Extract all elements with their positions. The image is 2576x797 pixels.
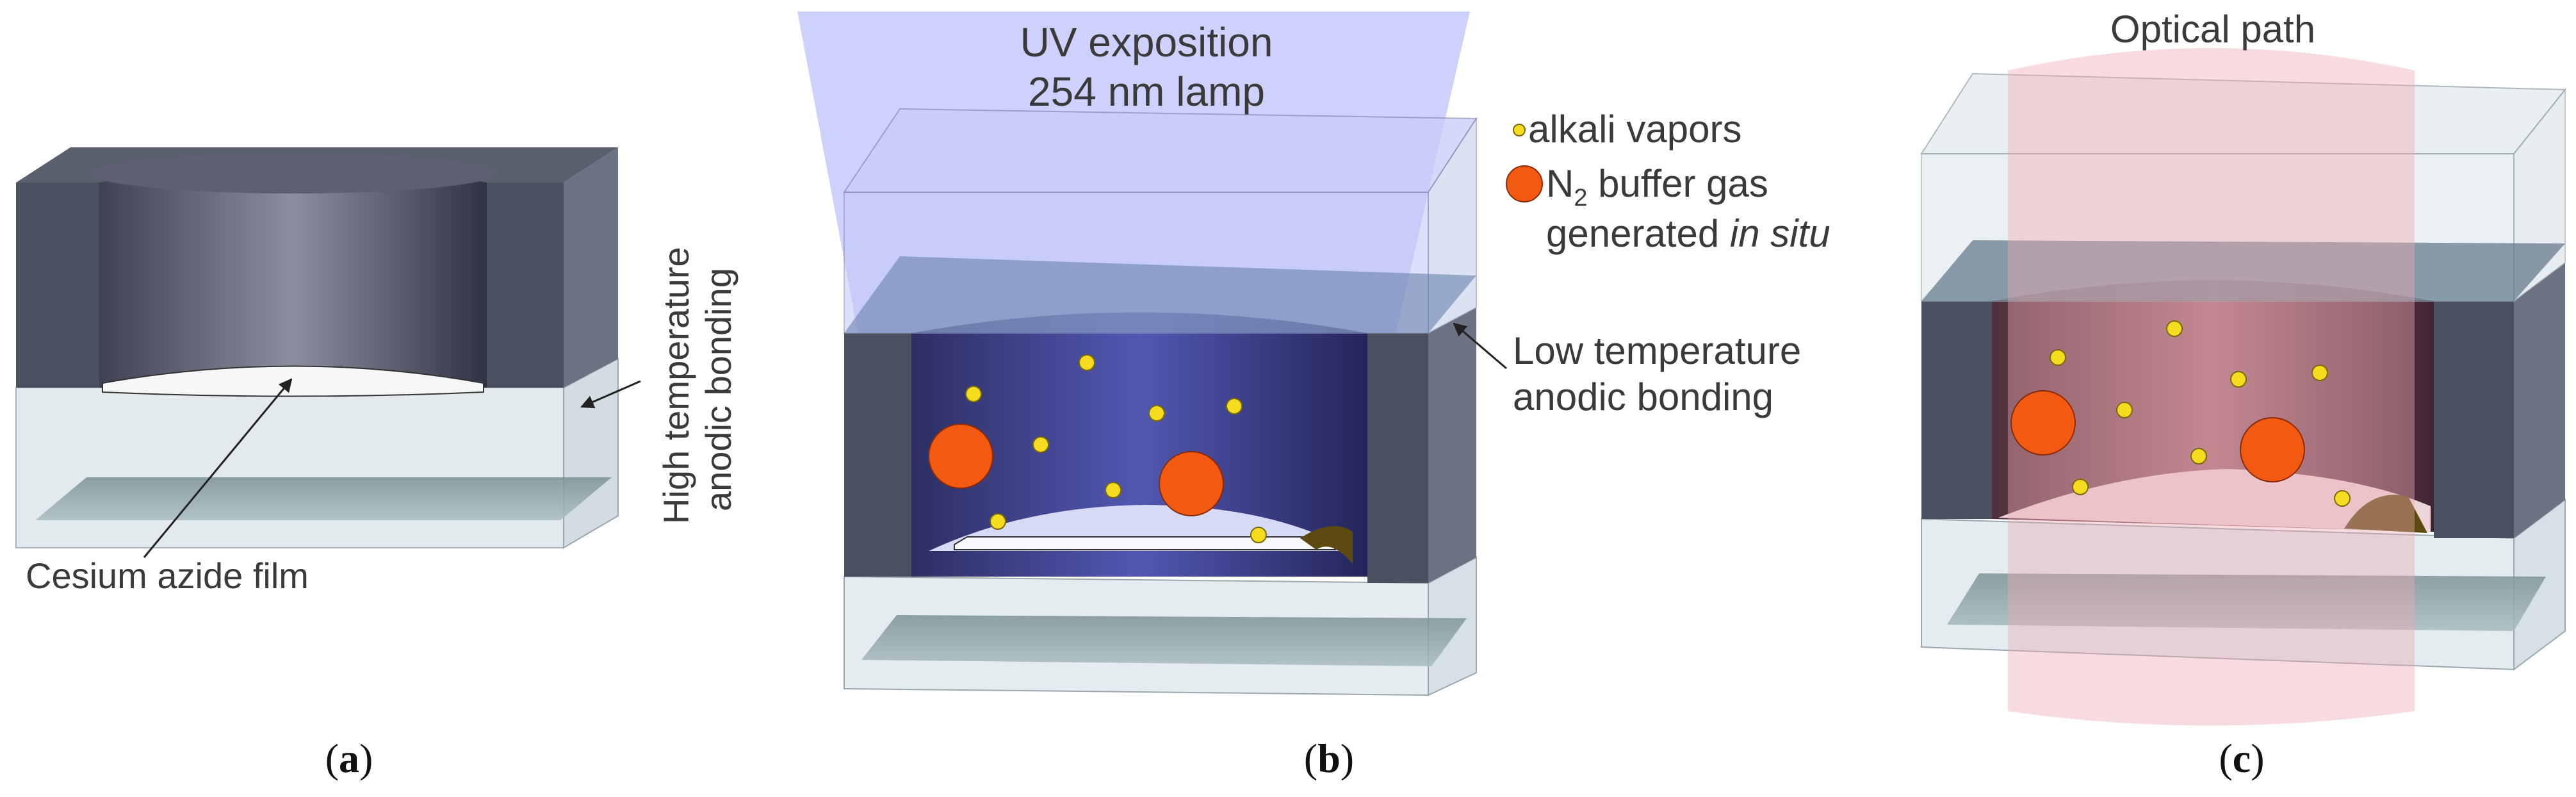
alkali-legend-label: alkali vapors <box>1528 108 1742 151</box>
bond-label-b-line1: Low temperature <box>1513 329 1801 372</box>
n2-legend-label: N2 buffer gas <box>1546 162 1768 211</box>
alkali-atom <box>1105 482 1121 498</box>
alkali-atom <box>2166 320 2183 337</box>
alkali-atom <box>1148 405 1165 422</box>
n2-molecule <box>2240 417 2305 482</box>
alkali-atom <box>990 513 1006 530</box>
alkali-legend-icon <box>1513 124 1526 136</box>
glass-wafer-top-c <box>1920 72 2567 302</box>
alkali-atom <box>2311 365 2328 381</box>
alkali-atom <box>2116 402 2133 418</box>
alkali-atom <box>1226 398 1243 415</box>
panel-b: UV exposition 254 nm lamp Low temperatur… <box>797 12 1830 781</box>
alkali-atom <box>2190 448 2207 464</box>
uv-label-line2: 254 nm lamp <box>1028 69 1265 115</box>
caption-c: (c) <box>2219 735 2264 781</box>
alkali-atom <box>1079 354 1095 371</box>
caption-a: (a) <box>325 735 373 781</box>
legend: alkali vapors N2 buffer gas generated in… <box>1506 108 1830 255</box>
uv-label-line1: UV exposition <box>1020 19 1273 65</box>
panel-c: Optical path (c) <box>1920 8 2567 781</box>
alkali-atom <box>2050 349 2066 366</box>
glass-wafer-bottom-b <box>844 556 1477 696</box>
caption-b: (b) <box>1304 735 1354 781</box>
bond-label-a: High temperature anodic bonding <box>656 247 738 524</box>
optical-path-beam <box>2008 48 2415 726</box>
silicon-frame-b <box>844 308 1476 583</box>
optical-path-label: Optical path <box>2110 8 2315 51</box>
glass-wafer-bottom-c <box>1921 498 2566 671</box>
bond-label-a-line2: anodic bonding <box>698 268 738 511</box>
bond-label-a-line1: High temperature <box>656 247 696 524</box>
bond-arrow-a <box>580 380 641 409</box>
bond-arrow-b <box>1453 322 1507 370</box>
alkali-atom <box>2230 371 2247 388</box>
silicon-frame <box>16 147 618 397</box>
alkali-atom <box>1250 527 1267 543</box>
panel-a: Cesium azide film High temperature anodi… <box>15 147 738 781</box>
glass-wafer-top-b <box>843 108 1478 334</box>
n2-molecule <box>1159 451 1224 516</box>
film-arrow <box>143 378 293 558</box>
alkali-atom <box>965 386 982 402</box>
film-label: Cesium azide film <box>26 555 309 596</box>
n2-legend-icon <box>1506 165 1543 202</box>
bond-label-b-line2: anodic bonding <box>1513 375 1773 418</box>
alkali-atom <box>1032 436 1049 453</box>
silicon-frame-c <box>1921 263 2565 538</box>
generated-in-situ-label: generated in situ <box>1546 212 1830 255</box>
alkali-atom <box>2334 490 2351 507</box>
particles-b <box>928 354 1267 543</box>
particles-c <box>2010 320 2351 507</box>
alkali-atom <box>2072 479 2089 495</box>
n2-molecule <box>2010 390 2076 456</box>
n2-molecule <box>928 423 993 489</box>
